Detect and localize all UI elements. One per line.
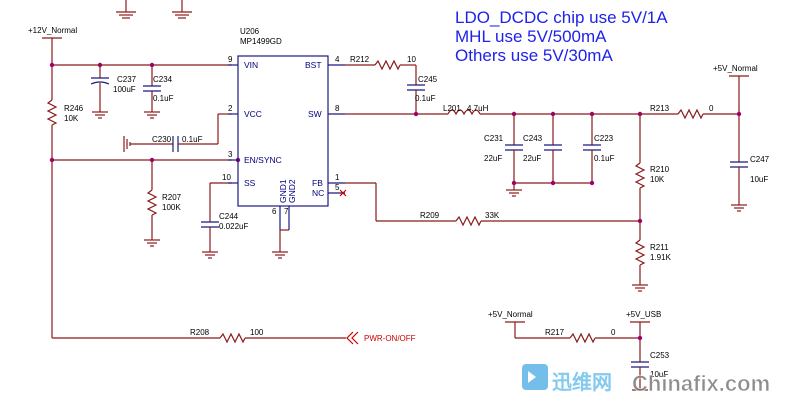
cap-c223: C223 0.1uF (583, 114, 615, 183)
svg-text:Chinafix.com: Chinafix.com (632, 371, 770, 396)
svg-text:9: 9 (228, 55, 233, 64)
svg-text:FB: FB (312, 178, 323, 188)
resistor-r212: R212 10 (345, 55, 416, 71)
net-label-5v-out: +5V_Normal (713, 64, 758, 73)
svg-text:C244: C244 (219, 212, 239, 221)
watermark-logo: 迅维网 Chinafix.com (522, 364, 770, 396)
resistor-r208: R208 100 (52, 328, 346, 344)
svg-text:5: 5 (335, 183, 340, 192)
svg-text:10K: 10K (650, 175, 665, 184)
svg-text:R210: R210 (650, 165, 670, 174)
top-ground-stubs (116, 0, 192, 19)
svg-text:100K: 100K (162, 203, 181, 212)
svg-text:2: 2 (228, 104, 233, 113)
inductor-l201: L201 4.7uH (443, 104, 489, 116)
svg-text:迅维网: 迅维网 (552, 370, 612, 394)
resistor-r213: R213 0 (650, 104, 739, 120)
svg-text:6: 6 (272, 207, 277, 216)
svg-text:C231: C231 (484, 134, 504, 143)
svg-text:0.1uF: 0.1uF (415, 94, 436, 103)
resistor-r210: R210 10K (634, 114, 670, 240)
svg-text:C247: C247 (750, 155, 770, 164)
note-line-2: MHL use 5V/500mA (455, 27, 607, 46)
port-pwr-on-off: PWR-ON/OFF (346, 331, 416, 345)
ic-ref: U206 (240, 27, 260, 36)
svg-text:C234: C234 (153, 75, 173, 84)
resistor-r246: R246 10K (46, 99, 84, 338)
svg-text:GND2: GND2 (287, 179, 297, 203)
svg-text:7: 7 (284, 207, 289, 216)
svg-text:8: 8 (335, 104, 340, 113)
svg-text:R207: R207 (162, 193, 182, 202)
svg-text:0.1uF: 0.1uF (153, 94, 174, 103)
svg-text:VIN: VIN (244, 60, 258, 70)
svg-text:R213: R213 (650, 104, 670, 113)
svg-text:1.91K: 1.91K (650, 253, 672, 262)
svg-text:SS: SS (244, 178, 256, 188)
net-label-5v-usb: +5V_USB (626, 310, 661, 319)
svg-text:0.1uF: 0.1uF (182, 135, 203, 144)
svg-text:C237: C237 (117, 75, 137, 84)
svg-text:33K: 33K (485, 211, 500, 220)
svg-text:C243: C243 (523, 134, 543, 143)
svg-text:22uF: 22uF (484, 154, 502, 163)
svg-text:100uF: 100uF (113, 85, 136, 94)
svg-text:22uF: 22uF (523, 154, 541, 163)
svg-text:4: 4 (335, 55, 340, 64)
svg-text:R212: R212 (350, 55, 370, 64)
svg-text:SW: SW (308, 109, 322, 119)
svg-text:0.1uF: 0.1uF (594, 154, 615, 163)
svg-text:10uF: 10uF (650, 370, 668, 379)
svg-text:L201: L201 (443, 104, 461, 113)
cap-c244: C244 0.022uF (201, 182, 248, 259)
svg-text:NC: NC (312, 188, 324, 198)
resistor-r211: R211 1.91K (632, 239, 672, 292)
cap-c231: C231 22uF (484, 114, 523, 183)
note-line-1: LDO_DCDC chip use 5V/1A (455, 8, 668, 27)
svg-text:10: 10 (407, 55, 416, 64)
cap-c234: C234 0.1uF (143, 65, 174, 119)
svg-text:C245: C245 (418, 75, 438, 84)
ic-part: MP1499GD (240, 37, 282, 46)
svg-text:0.022uF: 0.022uF (219, 222, 248, 231)
cap-c230: C230 0.1uF (123, 113, 232, 152)
svg-text:10K: 10K (64, 114, 79, 123)
resistor-r207: R207 100K (144, 160, 182, 247)
svg-text:3: 3 (228, 150, 233, 159)
resistor-r209: R209 33K (345, 182, 640, 227)
svg-text:4.7uH: 4.7uH (467, 104, 489, 113)
cap-c237: C237 100uF (90, 65, 137, 119)
cap-c243: C243 22uF (523, 114, 562, 183)
svg-text:C230: C230 (152, 135, 172, 144)
svg-text:0: 0 (611, 328, 616, 337)
svg-text:100: 100 (250, 328, 264, 337)
svg-text:10: 10 (222, 173, 231, 182)
svg-text:R246: R246 (64, 104, 84, 113)
svg-text:R209: R209 (420, 211, 440, 220)
note-line-3: Others use 5V/30mA (455, 46, 613, 65)
svg-text:0: 0 (709, 104, 714, 113)
svg-text:R211: R211 (650, 243, 669, 252)
svg-text:BST: BST (305, 60, 322, 70)
svg-text:PWR-ON/OFF: PWR-ON/OFF (364, 334, 416, 343)
svg-text:VCC: VCC (244, 109, 262, 119)
svg-text:EN/SYNC: EN/SYNC (244, 155, 282, 165)
net-label-12v: +12V_Normal (28, 26, 77, 35)
cap-c247: C247 10uF (730, 155, 770, 212)
net-label-5v-usb-in: +5V_Normal (488, 310, 533, 319)
svg-text:C253: C253 (650, 351, 670, 360)
svg-text:10uF: 10uF (750, 175, 768, 184)
cap-c245: C245 0.1uF (407, 65, 438, 114)
svg-text:R208: R208 (190, 328, 210, 337)
svg-text:1: 1 (335, 173, 340, 182)
cap-c253: C253 10uF (631, 351, 670, 391)
resistor-r217: R217 0 (545, 328, 640, 344)
ic-u206: U206 MP1499GD VIN VCC EN/SYNC SS BST SW … (222, 27, 347, 259)
svg-text:R217: R217 (545, 328, 565, 337)
svg-text:GND1: GND1 (278, 179, 288, 203)
svg-text:C223: C223 (594, 134, 614, 143)
